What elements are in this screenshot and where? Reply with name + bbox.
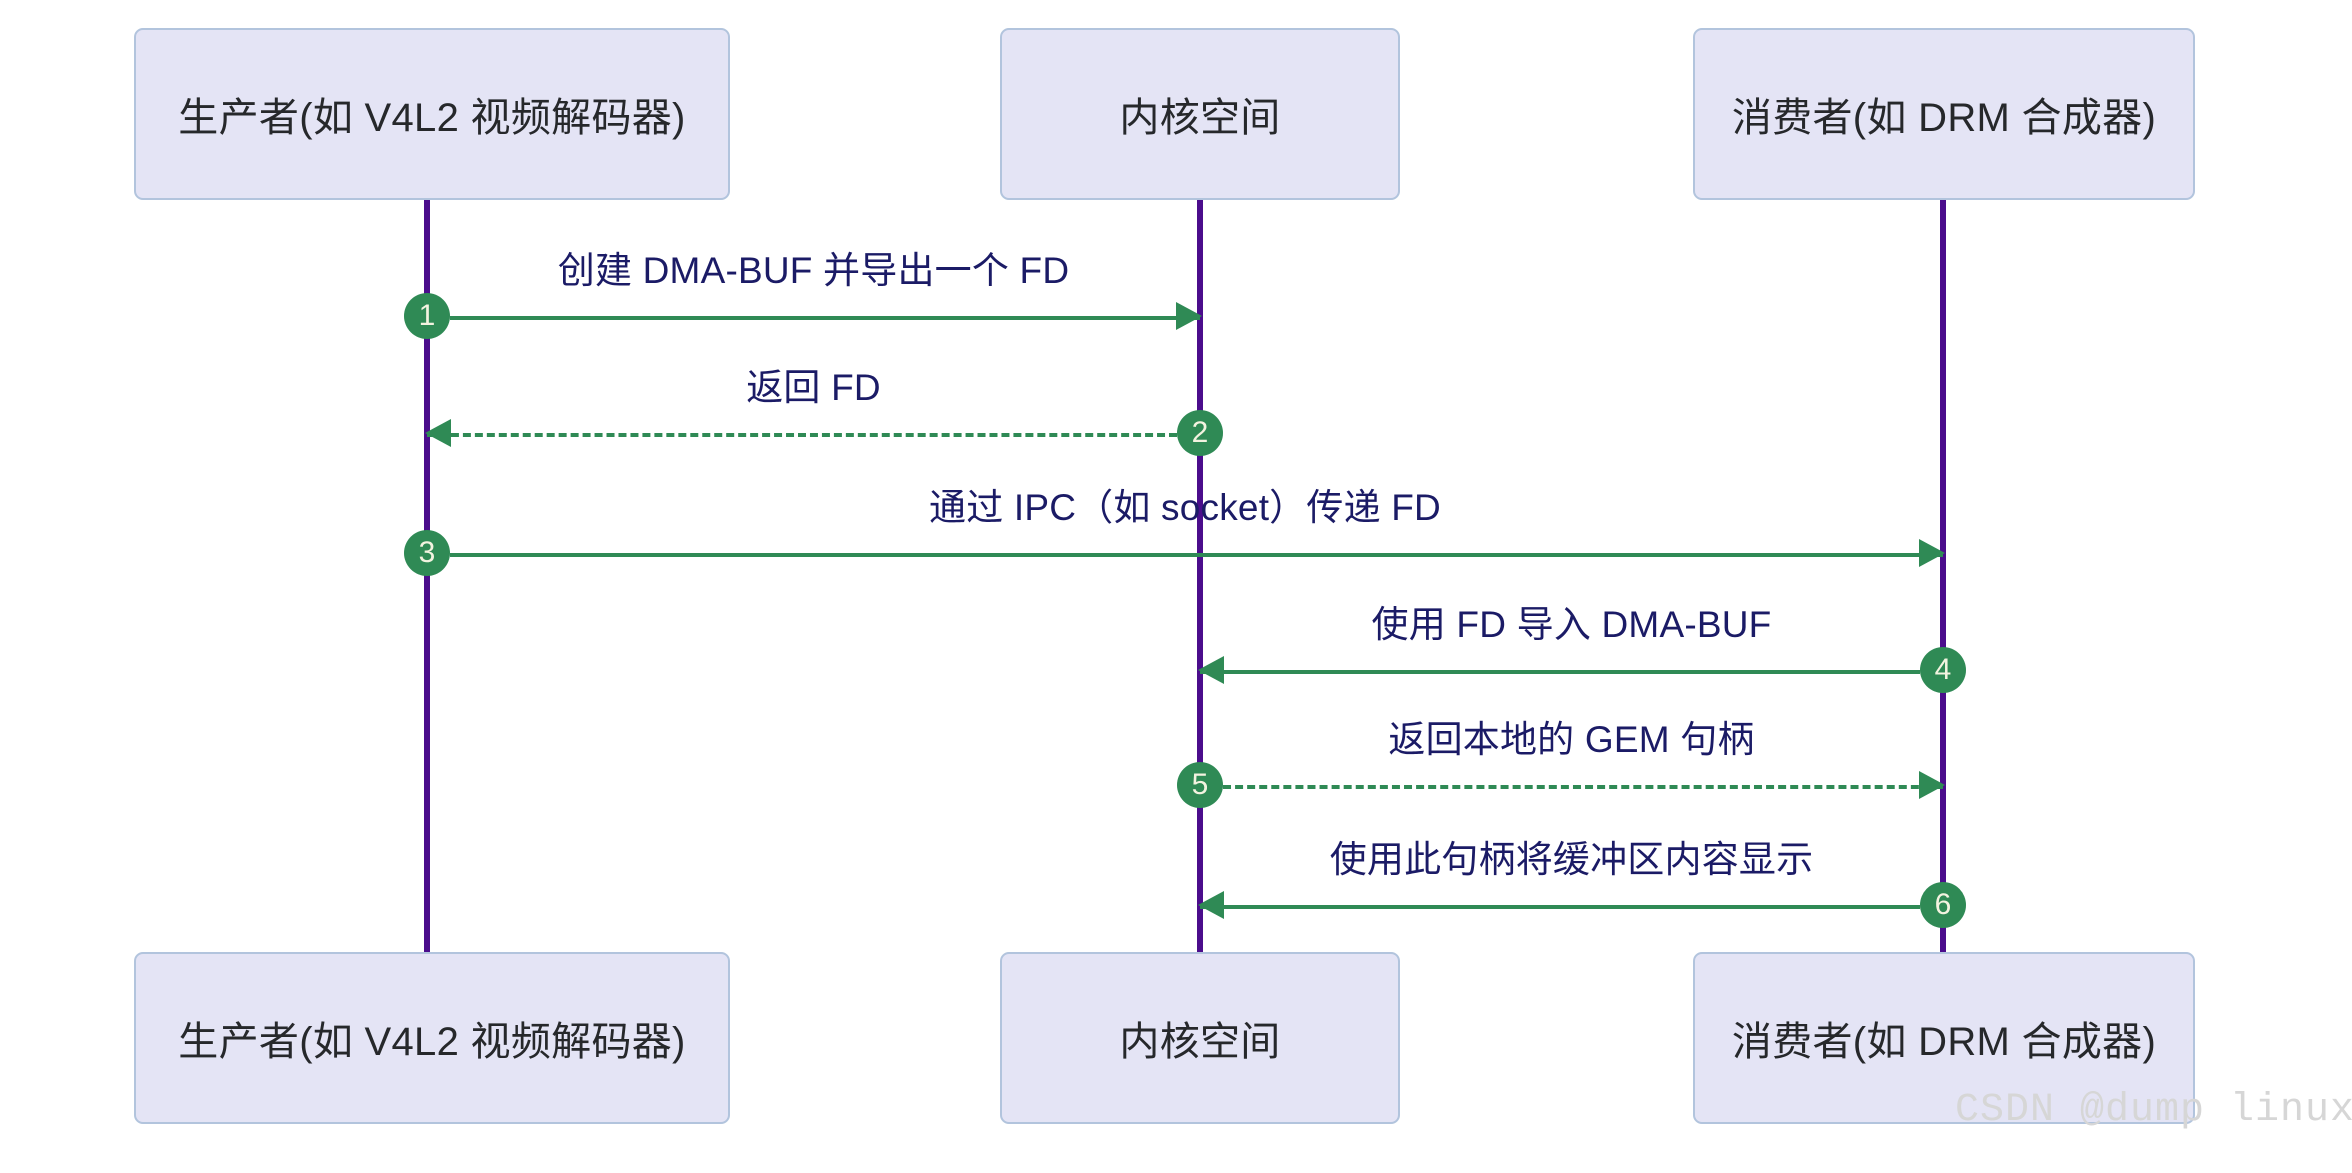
participant-label-kernel: 内核空间: [1119, 96, 1281, 140]
message-label-3: 通过 IPC（如 socket）传递 FD: [929, 487, 1441, 528]
participant-label-consumer: 消费者(如 DRM 合成器): [1731, 96, 2157, 140]
message-line-4: [1200, 670, 1920, 674]
arrowhead-icon-6: [1198, 891, 1224, 919]
participant-label-kernel: 内核空间: [1119, 1020, 1281, 1064]
participant-box-consumer-bottom: 消费者(如 DRM 合成器): [1693, 952, 2195, 1124]
participant-box-consumer-top: 消费者(如 DRM 合成器): [1693, 28, 2195, 200]
sequence-number-badge-2: 2: [1177, 410, 1223, 456]
watermark: CSDN @dump linux: [1955, 1088, 2352, 1133]
sequence-number-badge-5: 5: [1177, 762, 1223, 808]
sequence-number-badge-3: 3: [404, 530, 450, 576]
participant-label-consumer: 消费者(如 DRM 合成器): [1731, 1020, 2157, 1064]
sequence-number-badge-1: 1: [404, 293, 450, 339]
message-line-1: [450, 316, 1200, 320]
lifeline-producer: [424, 200, 430, 952]
arrowhead-icon-1: [1176, 302, 1202, 330]
sequence-number-badge-6: 6: [1920, 882, 1966, 928]
message-label-5: 返回本地的 GEM 句柄: [1388, 719, 1755, 760]
arrowhead-icon-3: [1919, 539, 1945, 567]
arrowhead-icon-4: [1198, 656, 1224, 684]
message-label-1: 创建 DMA-BUF 并导出一个 FD: [557, 250, 1070, 291]
participant-box-producer-bottom: 生产者(如 V4L2 视频解码器): [134, 952, 730, 1124]
message-line-3: [450, 553, 1943, 557]
sequence-number-badge-4: 4: [1920, 647, 1966, 693]
participant-box-producer-top: 生产者(如 V4L2 视频解码器): [134, 28, 730, 200]
message-line-5: [1223, 785, 1943, 789]
lifeline-consumer: [1940, 200, 1946, 952]
lifeline-kernel: [1197, 200, 1203, 952]
message-label-4: 使用 FD 导入 DMA-BUF: [1371, 604, 1772, 645]
participant-box-kernel-top: 内核空间: [1000, 28, 1400, 200]
message-label-2: 返回 FD: [746, 367, 881, 408]
message-label-6: 使用此句柄将缓冲区内容显示: [1329, 839, 1814, 880]
message-line-6: [1200, 905, 1920, 909]
arrowhead-icon-5: [1919, 771, 1945, 799]
participant-label-producer: 生产者(如 V4L2 视频解码器): [178, 1020, 686, 1064]
participant-label-producer: 生产者(如 V4L2 视频解码器): [178, 96, 686, 140]
arrowhead-icon-2: [425, 419, 451, 447]
message-line-2: [427, 433, 1177, 437]
participant-box-kernel-bottom: 内核空间: [1000, 952, 1400, 1124]
